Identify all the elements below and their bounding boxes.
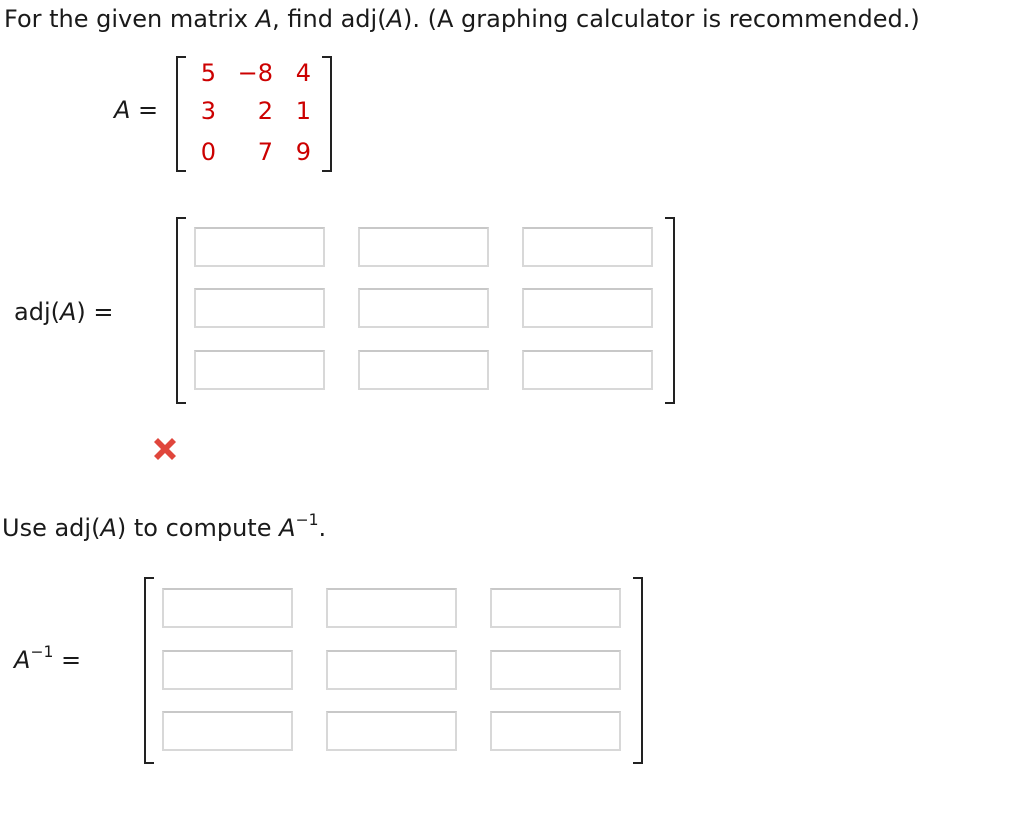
adj-right-bracket (665, 217, 675, 404)
inverse-label-eq: = (53, 646, 82, 674)
adj-cell-r3c3[interactable] (522, 350, 653, 390)
adj-matrix-label: adj(A) = (14, 297, 114, 327)
given-cell-r3c2: 7 (257, 138, 273, 166)
adj-cell-r2c2[interactable] (358, 288, 489, 328)
given-cell-r3c1: 0 (200, 138, 216, 166)
inverse-cell-r1c3[interactable] (490, 588, 621, 628)
part2-text: Use adj(A) to compute A−1. (2, 510, 327, 543)
given-cell-r2c1: 3 (200, 97, 216, 125)
adj-label-prefix: adj( (14, 298, 60, 326)
given-cell-r1c3: 4 (295, 59, 311, 87)
given-label-var: A (114, 96, 131, 124)
inverse-left-bracket (144, 577, 154, 764)
question-text: For the given matrix A, find adj(A). (A … (4, 4, 920, 34)
inverse-cell-r3c1[interactable] (162, 711, 293, 751)
given-right-bracket (322, 56, 332, 172)
given-cell-r1c1: 5 (200, 59, 216, 87)
given-cell-r3c3: 9 (295, 138, 311, 166)
adj-cell-r2c3[interactable] (522, 288, 653, 328)
inverse-cell-r3c3[interactable] (490, 711, 621, 751)
question-prefix: For the given matrix (4, 5, 256, 33)
inverse-cell-r3c2[interactable] (326, 711, 457, 751)
part2-suffix: . (318, 514, 327, 542)
adj-cell-r1c1[interactable] (194, 227, 325, 267)
inverse-label-var: A (14, 646, 31, 674)
inverse-cell-r2c3[interactable] (490, 650, 621, 690)
adj-left-bracket (176, 217, 186, 404)
given-matrix-label: A = (114, 95, 158, 125)
inverse-cell-r1c1[interactable] (162, 588, 293, 628)
given-cell-r1c2: −8 (237, 59, 273, 87)
inverse-right-bracket (633, 577, 643, 764)
adj-cell-r2c1[interactable] (194, 288, 325, 328)
question-suffix: ). (A graphing calculator is recommended… (402, 5, 920, 33)
adj-label-var: A (59, 298, 77, 326)
question-var: A (255, 5, 273, 33)
part2-var2: A (279, 514, 296, 542)
given-left-bracket (176, 56, 186, 172)
question-middle: , find adj( (272, 5, 387, 33)
question-var2: A (386, 5, 403, 33)
inverse-matrix-label: A−1 = (14, 642, 82, 675)
inverse-cell-r1c2[interactable] (326, 588, 457, 628)
adj-cell-r1c2[interactable] (358, 227, 489, 267)
adj-label-suffix: ) = (76, 298, 114, 326)
adj-cell-r3c1[interactable] (194, 350, 325, 390)
part2-prefix: Use adj( (2, 514, 101, 542)
adj-cell-r1c3[interactable] (522, 227, 653, 267)
inverse-label-sup: −1 (30, 642, 54, 661)
part2-var: A (100, 514, 117, 542)
inverse-cell-r2c1[interactable] (162, 650, 293, 690)
inverse-cell-r2c2[interactable] (326, 650, 457, 690)
given-cell-r2c2: 2 (257, 97, 273, 125)
part2-sup: −1 (295, 510, 319, 529)
given-label-eq: = (130, 96, 159, 124)
x-icon (154, 438, 176, 460)
adj-cell-r3c2[interactable] (358, 350, 489, 390)
given-cell-r2c3: 1 (295, 97, 311, 125)
part2-middle: ) to compute (116, 514, 280, 542)
